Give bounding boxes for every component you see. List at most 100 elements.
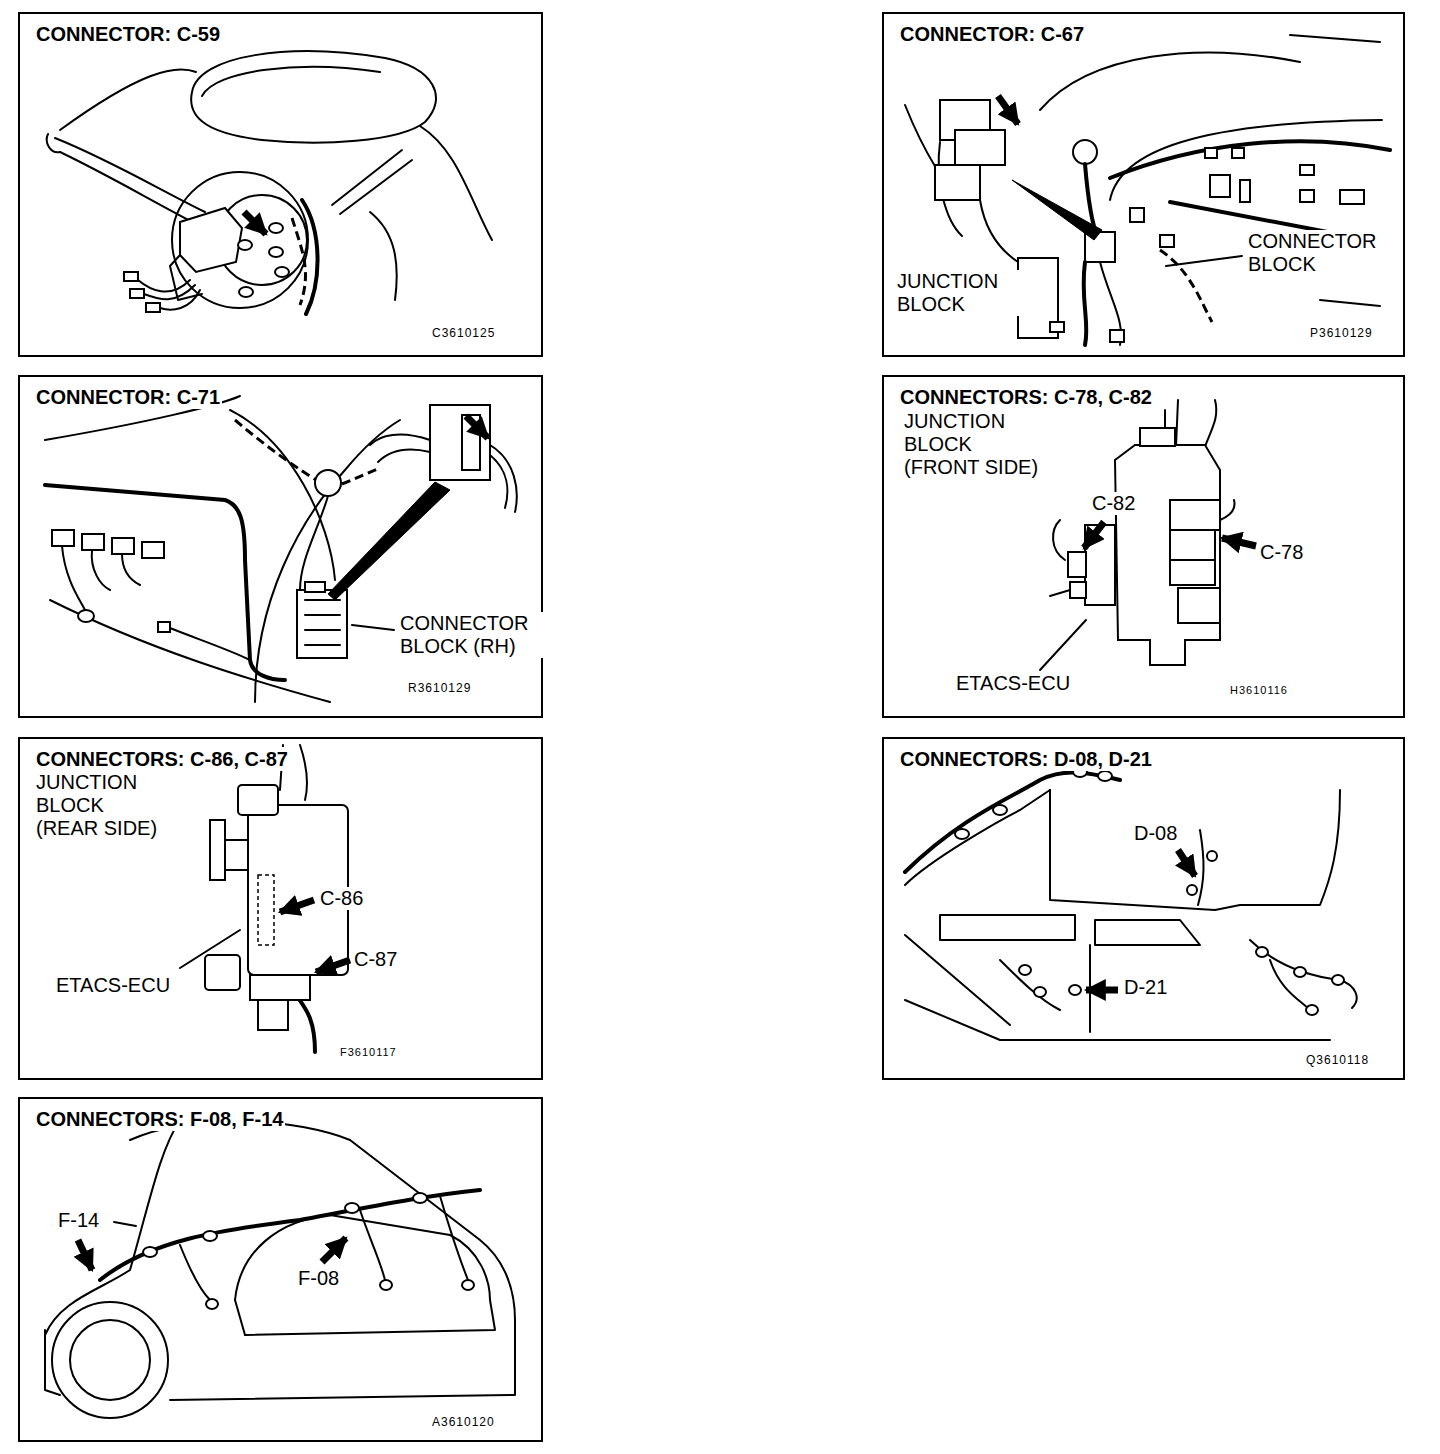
junction-block-front-figure-part (1070, 582, 1086, 598)
connector-code: F-14 (56, 1209, 101, 1232)
dash-harness-figure-part (1290, 35, 1380, 42)
steering-column-figure-part (55, 138, 205, 212)
connector-code: C-86 (318, 887, 365, 910)
steering-column-figure-part (60, 69, 196, 130)
panel-heading: CONNECTORS: C-86, C-87 (34, 747, 290, 771)
steering-column-figure-part (275, 267, 289, 277)
kick-panel-figure-part (62, 546, 85, 610)
floor-harness-figure-part (1069, 985, 1081, 995)
panel-heading: CONNECTOR: C-71 (34, 385, 222, 409)
part-name: CONNECTOR BLOCK (RH) (398, 612, 552, 658)
kick-panel-figure-part (342, 468, 380, 484)
trunk-harness-figure-part (130, 1121, 515, 1320)
panel-heading: CONNECTORS: F-08, F-14 (34, 1107, 285, 1131)
connector-panel: CONNECTORS: D-08, D-21 (882, 737, 1405, 1080)
kick-panel-figure-part (430, 405, 490, 480)
trunk-harness-figure-part (235, 1300, 245, 1335)
panel-heading: CONNECTOR: C-67 (898, 22, 1086, 46)
junction-block-rear-figure-part (316, 960, 350, 972)
kick-panel-figure-part (78, 610, 94, 622)
dash-harness-figure-part (998, 96, 1018, 124)
junction-block-front-figure-part (1068, 552, 1086, 577)
junction-block-rear-figure-part (238, 785, 278, 815)
trunk-harness-figure-part (462, 1280, 474, 1290)
dash-harness-figure-part (1300, 190, 1314, 202)
kick-panel-figure-part (370, 435, 430, 445)
dash-harness-figure-part (905, 105, 936, 168)
steering-column-figure-part (124, 272, 138, 281)
kick-panel-figure-part (50, 600, 330, 702)
part-name: JUNCTION BLOCK (REAR SIDE) (34, 771, 171, 840)
steering-column-figure-part (269, 247, 283, 257)
junction-block-rear-figure-part (258, 875, 274, 945)
steering-column-figure-part (202, 67, 380, 96)
trunk-harness-figure-part (345, 1203, 359, 1213)
floor-harness-figure-part (1306, 1005, 1318, 1015)
connector-panel: CONNECTORS: F-08, F-14 (18, 1097, 543, 1442)
floor-harness-figure-part (905, 935, 1010, 1025)
floor-harness-figure-part (1000, 960, 1060, 1010)
floor-harness-figure (905, 767, 1357, 1040)
dash-harness-figure-part (1300, 165, 1314, 175)
floor-harness-figure-part (940, 915, 1075, 940)
steering-column-figure-part (420, 126, 492, 240)
floor-harness-figure-part (1095, 920, 1200, 945)
trunk-harness-figure-part (180, 1245, 210, 1300)
junction-block-front-figure-part (1040, 620, 1086, 670)
kick-panel-figure-part (300, 496, 328, 590)
floor-harness-figure-part (1034, 987, 1046, 997)
kick-panel-figure-part (122, 554, 140, 585)
dash-harness-figure-part (955, 130, 1005, 165)
dash-harness-figure-part (1110, 330, 1124, 342)
figure-code: H3610116 (1228, 684, 1290, 697)
junction-block-front-figure-part (1178, 588, 1220, 623)
steering-column-figure-part (238, 240, 252, 250)
steering-column-figure-part (370, 212, 397, 300)
junction-block-front-figure-part (1170, 530, 1215, 560)
trunk-harness-figure-part (235, 1215, 490, 1300)
junction-block-rear-figure-part (250, 975, 310, 1000)
dash-harness-figure-part (1210, 175, 1230, 197)
figure-code: R3610129 (406, 682, 473, 696)
trunk-harness-figure-part (78, 1240, 92, 1270)
panel-heading: CONNECTOR: C-59 (34, 22, 222, 46)
trunk-harness-figure-part (360, 1210, 385, 1280)
figure-code: P3610129 (1308, 327, 1375, 341)
dash-harness-figure-part (1160, 235, 1174, 247)
trunk-harness-figure-part (52, 1302, 168, 1418)
connector-code: C-87 (352, 948, 399, 971)
steering-column-figure-part (244, 212, 266, 234)
kick-panel-figure-part (45, 485, 285, 680)
trunk-harness-figure-part (440, 1196, 468, 1280)
floor-harness-figure-part (1270, 960, 1310, 1010)
trunk-harness-figure-part (206, 1299, 218, 1309)
trunk-harness-figure-part (322, 1238, 346, 1262)
junction-block-rear-figure-part (300, 745, 307, 800)
trunk-harness-figure-part (170, 1320, 515, 1400)
junction-block-front-figure-part (1170, 500, 1220, 530)
kick-panel-figure-part (305, 582, 325, 592)
dash-harness-figure-part (1130, 208, 1144, 222)
floor-harness-figure-part (1207, 851, 1217, 861)
kick-panel-figure-part (328, 482, 450, 600)
floor-harness-figure-part (905, 1000, 1330, 1040)
part-name: JUNCTION BLOCK (895, 270, 1029, 316)
steering-column-figure-part (180, 208, 242, 272)
steering-column-figure-part (130, 289, 144, 298)
dash-harness-figure-part (935, 165, 980, 200)
kick-panel-figure-part (92, 550, 110, 590)
panel-heading: CONNECTORS: D-08, D-21 (898, 747, 1154, 771)
junction-block-front-figure-part (1170, 560, 1215, 585)
trunk-harness-figure-part (380, 1280, 392, 1290)
steering-column-figure-part (239, 287, 253, 297)
connector-code: D-08 (1132, 822, 1179, 845)
connector-code: D-21 (1122, 976, 1169, 999)
junction-block-rear-figure-part (280, 900, 314, 912)
kick-panel-figure-part (315, 470, 341, 496)
kick-panel-figure-part (352, 625, 394, 630)
trunk-harness-figure-part (203, 1231, 217, 1241)
kick-panel-figure-part (170, 628, 250, 660)
